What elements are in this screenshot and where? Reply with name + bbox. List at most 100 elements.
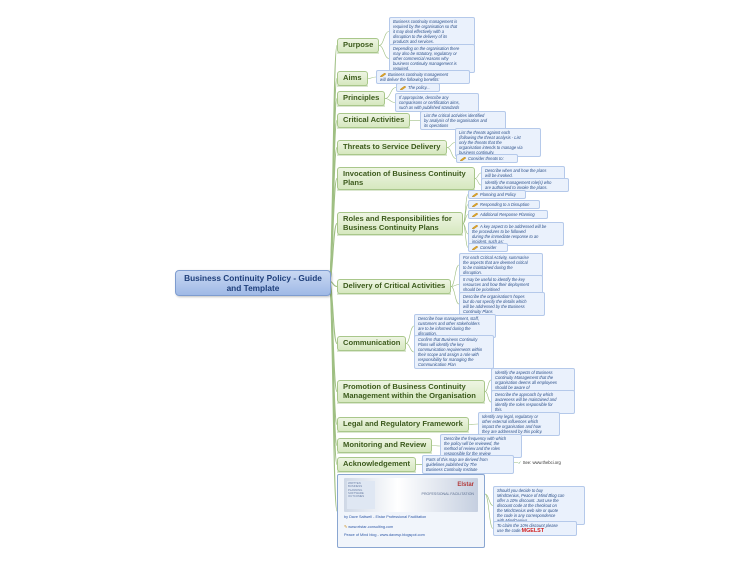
- topic-aims[interactable]: Aims: [337, 71, 368, 86]
- note-line: SOFTWARE: [348, 490, 364, 495]
- note-line: Communication Plan: [418, 362, 456, 367]
- connector: [384, 87, 397, 99]
- note-line: awareness will be maintained and: [495, 397, 557, 402]
- note-line: resources and how their deployment: [463, 282, 529, 287]
- connector: [484, 379, 492, 392]
- topic-monitoring[interactable]: Monitoring and Review: [337, 438, 433, 453]
- connector: [378, 31, 390, 46]
- note-line: other external influences which: [482, 419, 539, 424]
- note-line: Identify the aspects of Business: [495, 370, 553, 375]
- note-line: PLANNING: [348, 487, 363, 492]
- note-line: Continuity Plans: [463, 309, 493, 314]
- topic-promotion[interactable]: Promotion of Business Continuity Managem…: [337, 380, 485, 404]
- topic-threats[interactable]: Threats to Service Delivery: [337, 140, 447, 155]
- note-roles-5[interactable]: Consider: [468, 243, 508, 252]
- promo-site-1[interactable]: ✎ www.elstar-consulting.com: [344, 525, 394, 529]
- note-line: Business continuity management: [388, 72, 449, 77]
- connector: [474, 178, 482, 186]
- promo-code: MGELST: [521, 528, 545, 534]
- note-line: Consider threats to:: [468, 156, 504, 161]
- note-line: required by the organisation so that: [393, 24, 458, 29]
- topic-delivery[interactable]: Delivery of Critical Activities: [337, 279, 452, 294]
- note-roles-1[interactable]: Planning and Policy: [468, 190, 526, 199]
- note-line: disruption to the delivery of its: [393, 34, 448, 39]
- note-line: WRITTEN BUSINESS: [348, 481, 363, 489]
- note-line: impact the organisation and how: [482, 424, 541, 429]
- pencil-icon: [471, 245, 479, 251]
- note-threats-2[interactable]: Consider threats to:: [456, 154, 518, 163]
- note-line: OUTCOMES: [348, 494, 365, 499]
- note-line: To claim the 10% discount please: [497, 523, 558, 528]
- pencil-icon: [471, 212, 479, 218]
- connector: [484, 391, 492, 403]
- promo-site-2[interactable]: Peace of Mind blog - www.davesp.blogspot…: [344, 533, 425, 537]
- note-line: it may deal effectively with a: [393, 29, 444, 34]
- connector: [450, 264, 460, 287]
- connector: [450, 286, 460, 305]
- note-roles-2[interactable]: Responding to a Disruption: [468, 200, 540, 209]
- note-line: Depending on the organisation there: [393, 46, 460, 51]
- note-comm-1[interactable]: Describe how management, staff,customers…: [414, 314, 496, 338]
- note-threats-1[interactable]: List the threats against each(following …: [455, 128, 541, 157]
- topic-acknowledgement[interactable]: Acknowledgement: [337, 457, 417, 472]
- connector: [431, 445, 441, 447]
- note-line: incident, such as:: [472, 239, 504, 244]
- note-line: It may be useful to identify the key: [463, 277, 525, 282]
- topic-purpose[interactable]: Purpose: [337, 38, 380, 53]
- topic-roles[interactable]: Roles and Responsibilities for Business …: [337, 212, 463, 236]
- note-line: organisation deems all employees: [495, 380, 557, 385]
- pencil-icon: [459, 156, 467, 162]
- pen-icon: ✎: [344, 525, 348, 529]
- topic-communication[interactable]: Communication: [337, 336, 407, 351]
- note-roles-3[interactable]: Additional Response Planning: [468, 210, 548, 219]
- note-line: business continuity management is: [393, 61, 457, 66]
- ack-link[interactable]: ✓ See: www.thebci.org: [518, 460, 561, 465]
- central-topic[interactable]: Business Continuity Policy - Guide and T…: [175, 270, 331, 296]
- note-line: during the immediate response to an: [472, 234, 539, 239]
- note-line: may also be statutory, regulatory or: [393, 51, 457, 56]
- note-line: the aspects that are deemed critical: [463, 260, 528, 265]
- note-line: Describe the frequency with which: [444, 436, 507, 441]
- note-line: Describe the approach by which: [495, 392, 554, 397]
- topic-legal[interactable]: Legal and Regulatory Framework: [337, 417, 469, 432]
- note-line: Business Continuity Institute: [426, 467, 478, 472]
- note-line: will be addressed by the Business: [463, 304, 525, 309]
- note-line: Describe when and how the plans: [485, 168, 547, 173]
- connector: [484, 493, 494, 506]
- note-line: For each Critical Activity, summarise: [463, 255, 529, 260]
- note-line: communication requirements within: [418, 347, 483, 352]
- topic-principles[interactable]: Principles: [337, 91, 386, 106]
- note-line: Planning and Policy: [480, 192, 516, 197]
- note-line: only the threats that the: [459, 140, 502, 145]
- connector: [446, 147, 457, 159]
- note-line: but do not specify the details which: [463, 299, 527, 304]
- note-line: to be maintained during the: [463, 265, 513, 270]
- topic-critical-activities[interactable]: Critical Activities: [337, 113, 411, 128]
- note-line: by analysis of the organisation and: [424, 118, 488, 123]
- note-line: Plans will identify the key: [418, 342, 464, 347]
- topic-invocation[interactable]: Invocation of Business Continuity Plans: [337, 167, 475, 191]
- note-line: List the threats against each: [459, 130, 511, 135]
- promo-author: by Dave Saltwell - Elstar Professional F…: [344, 515, 427, 519]
- note-line: Parts of this map are derived from: [426, 457, 488, 462]
- note-principles-1[interactable]: The policy...: [396, 83, 440, 92]
